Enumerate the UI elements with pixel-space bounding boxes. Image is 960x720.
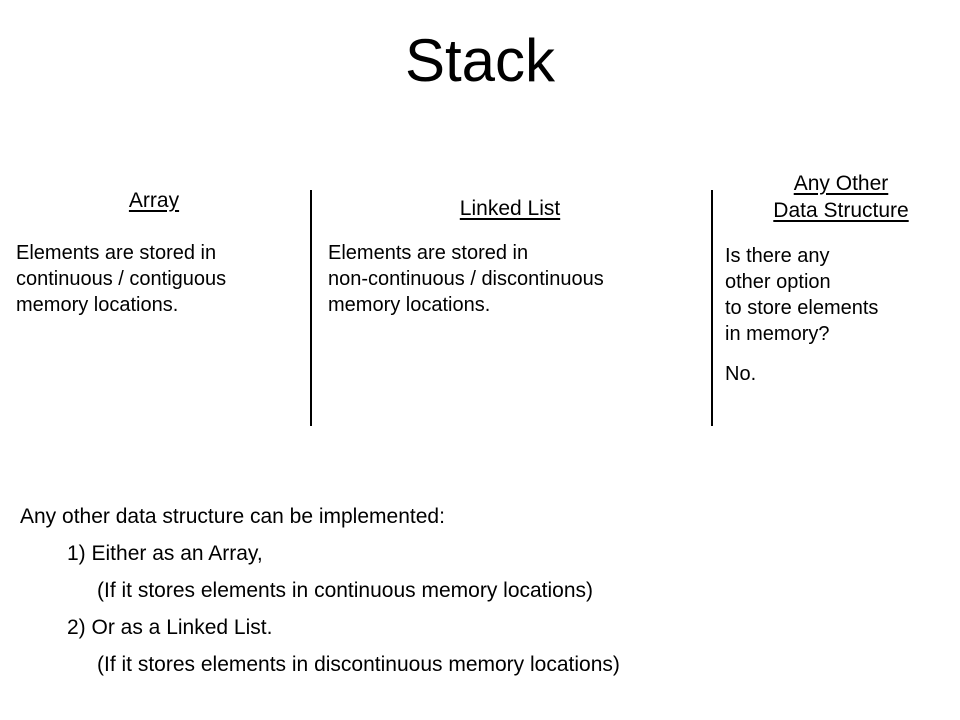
column-any-other-heading: Any Other Data Structure [725, 170, 957, 224]
column-array-heading: Array [16, 188, 306, 214]
column-any-other-answer-line: No. [725, 363, 757, 385]
comparison-section: Array Elements are stored in continuous … [0, 170, 960, 440]
notes-item-2-detail: (If it stores elements in discontinuous … [97, 653, 620, 676]
column-any-other-body: Is there any other option to store eleme… [725, 243, 957, 347]
column-any-other-heading-line-1: Any Other [793, 172, 889, 195]
notes-section: Any other data structure can be implemen… [0, 498, 960, 683]
column-linked-list-body: Elements are stored in non-continuous / … [328, 240, 706, 318]
page-title: Stack [404, 27, 556, 94]
column-array-heading-label: Array [128, 189, 180, 212]
notes-intro: Any other data structure can be implemen… [20, 505, 445, 528]
column-linked-list-heading-label: Linked List [459, 197, 561, 220]
column-any-other-heading-line-2: Data Structure [773, 199, 909, 222]
column-any-other-body-line: Is there any [725, 245, 830, 267]
column-any-other-answer: No. [725, 361, 957, 387]
notes-item-1-detail: (If it stores elements in continuous mem… [97, 579, 594, 602]
column-array-body-line: Elements are stored in [16, 242, 217, 264]
column-divider-1 [310, 190, 312, 426]
column-any-other-data-structure: Any Other Data Structure Is there any ot… [725, 170, 957, 387]
column-array-body: Elements are stored in continuous / cont… [16, 240, 306, 318]
column-linked-list-body-line: memory locations. [328, 294, 491, 316]
column-linked-list: Linked List Elements are stored in non-c… [328, 170, 706, 318]
notes-item-1: 1) Either as an Array, [67, 542, 263, 565]
column-linked-list-body-line: Elements are stored in [328, 242, 529, 264]
column-linked-list-body-line: non-continuous / discontinuous [328, 268, 604, 290]
column-array-body-line: memory locations. [16, 294, 179, 316]
column-divider-2 [711, 190, 713, 426]
column-any-other-body-line: in memory? [725, 323, 830, 345]
column-any-other-body-line: other option [725, 271, 831, 293]
column-array-body-line: continuous / contiguous [16, 268, 227, 290]
notes-item-2: 2) Or as a Linked List. [67, 616, 273, 639]
column-any-other-body-line: to store elements [725, 297, 879, 319]
column-linked-list-heading: Linked List [328, 196, 706, 222]
column-array: Array Elements are stored in continuous … [16, 170, 306, 318]
